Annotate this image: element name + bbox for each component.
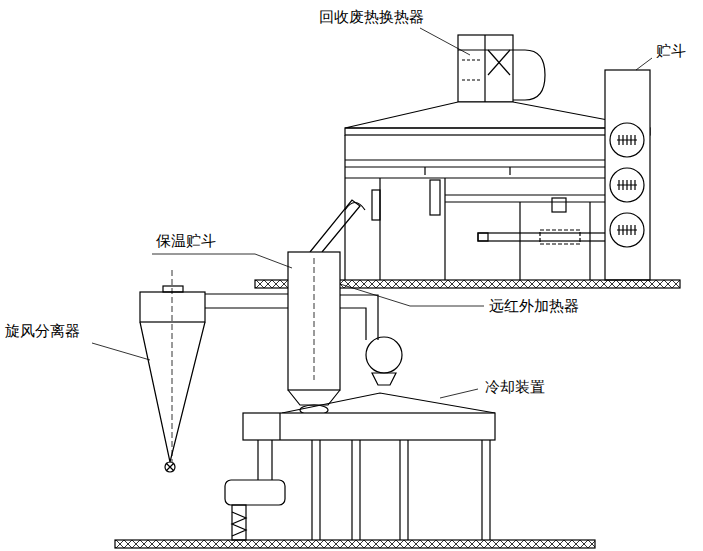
- part-label: 贮斗: [655, 42, 687, 60]
- part-label: 远红外加热器: [488, 297, 580, 315]
- part-label: 旋风分离器: [4, 322, 81, 340]
- part-label: 冷却装置: [484, 378, 546, 396]
- part-label: 回收废热换热器: [318, 8, 425, 26]
- part-label: 保温贮斗: [155, 232, 217, 250]
